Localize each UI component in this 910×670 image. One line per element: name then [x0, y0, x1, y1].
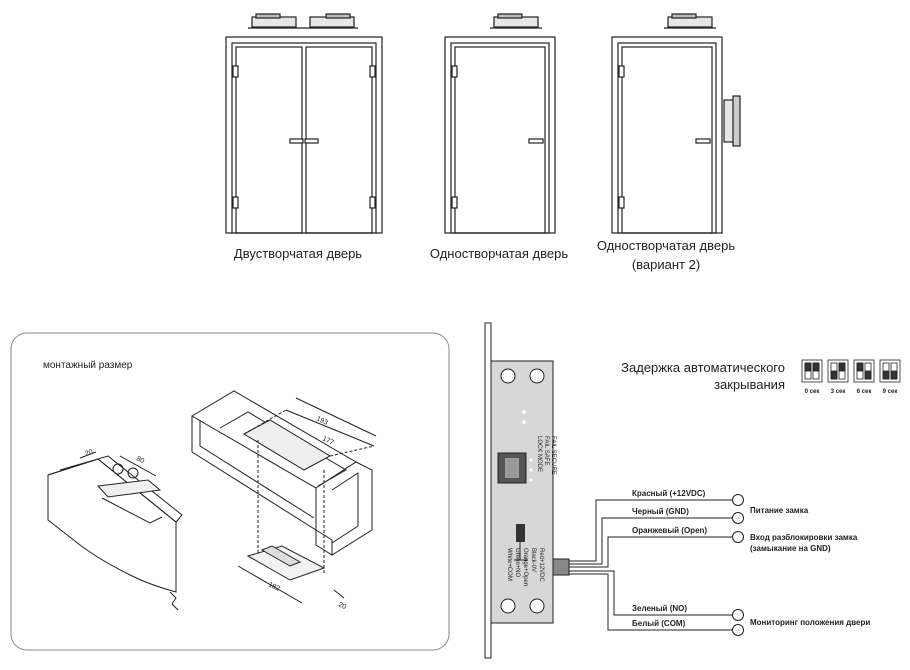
wiring-lines [569, 499, 732, 631]
lock-body-drawing [484, 322, 570, 659]
terminal-power-plus [732, 494, 744, 506]
dim-b: 177 [321, 435, 335, 446]
single-door-variant2-diagram [611, 13, 741, 234]
terminal-unlock [732, 531, 744, 543]
delay-option-6: 6 сек [857, 389, 872, 395]
variant2-caption-line2: (вариант 2) [632, 257, 700, 272]
mounting-title: монтажный размер [43, 360, 133, 371]
terminal-power-gnd [732, 512, 744, 524]
delay-title-line1: Задержка автоматического [621, 360, 785, 375]
dim-a: 193 [315, 415, 329, 426]
single-door-diagram [444, 13, 556, 234]
dim-e: 20 [84, 449, 94, 458]
delay-title-line2: закрывания [714, 377, 785, 392]
delay-option-9: 9 сек [883, 389, 898, 395]
dim-f: 20 [337, 601, 347, 611]
double-door-caption: Двустворчатая дверь [234, 246, 362, 261]
mounting-panel [10, 332, 450, 651]
terminal-com [732, 624, 744, 636]
double-door-diagram [225, 13, 383, 234]
delay-option-3: 3 сек [831, 389, 846, 395]
frame-profile-drawing [191, 390, 377, 604]
board-wire-text-4: Green+NO [514, 548, 520, 578]
dip-text-1: LOCK MODE [536, 436, 542, 472]
dip-switch-0s-icon [801, 359, 823, 383]
terminal-no [732, 609, 744, 621]
wire-label-green: Зеленый (NO) [632, 604, 687, 613]
power-terminal-label: Питание замка [750, 506, 809, 515]
single-door-caption: Одностворчатая дверь [430, 246, 568, 261]
unlock-terminal-label-1: Вход разблокировки замка [750, 533, 858, 542]
dip-switch-9s-icon [879, 359, 901, 383]
variant2-caption-line1: Одностворчатая дверь [597, 238, 735, 253]
dip-switch-6s-icon [853, 359, 875, 383]
board-wire-text-3: Orange+Open [522, 548, 528, 586]
dip-text-3: FAIL SECURE [550, 436, 556, 475]
dim-c: 182 [267, 581, 281, 592]
board-wire-text-5: White+COM [506, 548, 512, 581]
delay-option-0: 0 сек [805, 389, 820, 395]
wire-label-black: Черный (GND) [632, 507, 689, 516]
monitor-terminal-label: Мониторинг положения двери [750, 618, 870, 627]
board-wire-text-1: Red+12VDC [538, 548, 544, 583]
unlock-terminal-label-2: (замыкание на GND) [750, 544, 831, 553]
dim-d: 80 [135, 455, 145, 465]
door-leaf-cutout-drawing [47, 451, 183, 611]
board-wire-text-2: Black-0V [530, 548, 536, 572]
wire-label-orange: Оранжевый (Open) [632, 526, 707, 535]
terminals [732, 494, 744, 636]
wire-label-white: Белый (COM) [632, 619, 686, 628]
dip-switch-3s-icon [827, 359, 849, 383]
wire-label-red: Красный (+12VDC) [632, 489, 706, 498]
dip-switch-settings [801, 359, 901, 383]
dip-text-2: FAIL SAFE [543, 436, 549, 465]
